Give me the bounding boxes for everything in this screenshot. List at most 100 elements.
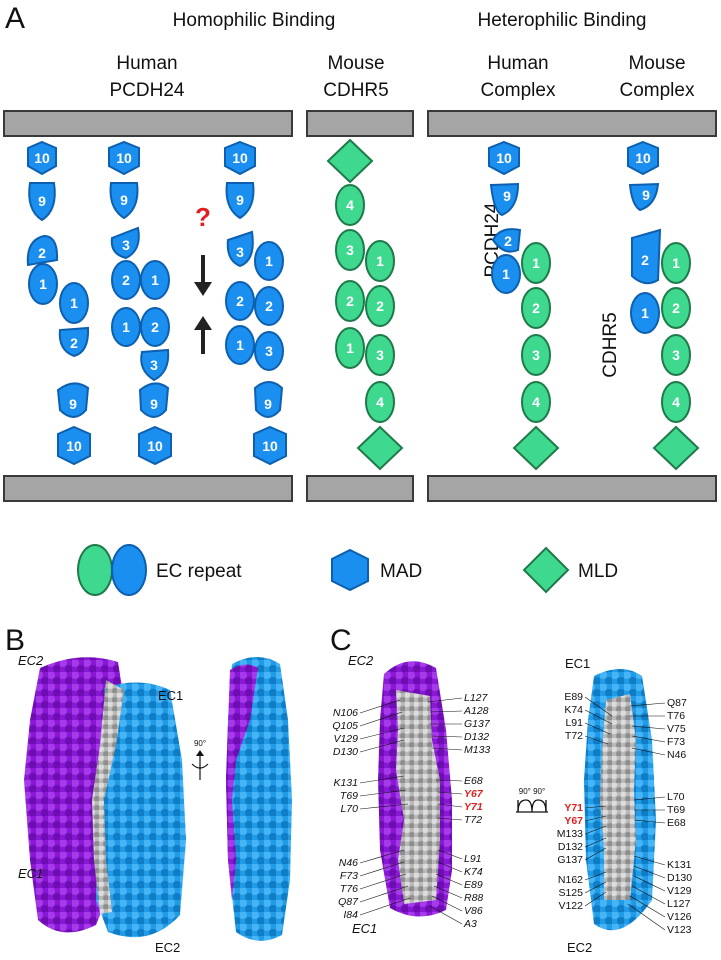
human-pcdh24-title-line1: Human: [116, 53, 177, 74]
domain-number: 4: [376, 394, 384, 410]
residue-label: T72: [464, 814, 482, 826]
domain-number: 9: [150, 396, 158, 412]
ec2-domain: [140, 307, 170, 347]
mad-hexagon: [57, 425, 91, 466]
domain-number: 9: [642, 187, 650, 203]
ec3-domain: [335, 229, 365, 271]
domain-number: 2: [38, 245, 46, 261]
residue-label: E68: [667, 817, 686, 829]
residue-label: T69: [667, 804, 685, 816]
membrane-bottom-middle: [306, 475, 414, 502]
domain-number: 10: [496, 150, 512, 166]
left-residue-labels-col1: N106 Q105 V129 D130: [332, 707, 358, 758]
domain-number: 9: [264, 396, 272, 412]
left-residue-labels-mid1: K131 T69 L70: [333, 777, 358, 815]
legend-mld-label: MLD: [578, 561, 618, 582]
right-residue-labels-mid1: Y71 Y67 M133 D132 G137: [557, 802, 583, 866]
residue-label-highlight: Y71: [564, 802, 583, 814]
blue-protomer-surface: [96, 682, 186, 938]
left-residue-labels-bot2: L91 K74 E89 R88 V86 A3: [463, 853, 483, 930]
domain-number: 2: [151, 319, 159, 335]
residue-label: Q105: [332, 720, 358, 732]
ec4-domain: [335, 184, 365, 226]
mad-hexagon: [627, 140, 659, 176]
residue-label: E89: [464, 879, 483, 891]
residue-label: K74: [464, 866, 483, 878]
panel-label-b: B: [5, 624, 25, 657]
rotation-angle-label: 90°: [194, 739, 206, 748]
left-residue-labels-col2: L127 A128 G137 D132 M133: [463, 692, 491, 756]
residue-label: T76: [340, 883, 358, 895]
domain-number: 1: [502, 266, 510, 282]
mld-diamond: [326, 138, 374, 184]
human-complex-title-line2: Complex: [481, 80, 556, 101]
domain-number: 1: [641, 305, 649, 321]
residue-label: G137: [464, 718, 491, 730]
cdhr5-ec4-domain: [521, 381, 551, 423]
panel-c-right-surface: [584, 669, 656, 931]
human-pcdh24-title-line2: PCDH24: [110, 80, 185, 101]
panel-b-ec1-right-label: EC1: [158, 688, 183, 703]
ec1-domain: [225, 325, 255, 365]
residue-label: Q87: [667, 697, 687, 709]
membranes: [3, 110, 717, 502]
flip-angle-label: 90° 90°: [519, 787, 545, 796]
ec1-domain: [59, 282, 89, 324]
mld-diamond: [512, 425, 560, 471]
residue-label: A3: [463, 918, 477, 930]
cdhr5-ec1-domain: [661, 242, 691, 284]
legend-mld-swatch: [522, 546, 570, 594]
residue-label-highlight: Y67: [564, 815, 583, 827]
ec1-domain: [28, 263, 58, 305]
mad-hexagon: [27, 140, 57, 176]
mld-diamond: [652, 425, 700, 471]
mouse-cdhr5-homodimer: 4 3 2 1 1 2 3 4: [326, 138, 404, 471]
rotation-axis-arrowhead: [196, 750, 204, 756]
panel-c-ec2-bottom-right-label: EC2: [567, 940, 592, 955]
right-residue-labels-mid2: L70 T69 E68: [667, 791, 686, 829]
domain-number: 2: [346, 293, 354, 309]
residue-label: V129: [667, 885, 692, 897]
residue-label: A128: [463, 705, 489, 717]
mouse-complex-title-line1: Mouse: [628, 53, 685, 74]
residue-label: V129: [333, 733, 358, 745]
domain-number: 3: [265, 343, 273, 359]
residue-label: V75: [667, 723, 686, 735]
panel-b-surface-front: [24, 657, 186, 938]
flip-book-icon: 90° 90°: [516, 787, 548, 813]
legend-ec-repeat-label: EC repeat: [156, 561, 242, 582]
left-leader-lines: [359, 697, 463, 925]
domain-number: 3: [150, 357, 158, 373]
residue-label: D132: [558, 841, 583, 853]
mouse-cdhr5-title-line1: Mouse: [327, 53, 384, 74]
panel-b-ec2-bottom-label: EC2: [155, 940, 180, 955]
domain-number: 2: [122, 272, 130, 288]
cdhr5-ec4-domain: [661, 381, 691, 423]
pcdh24-column-3: 10 9 3 2 1 1 2 3 9 10: [224, 140, 287, 466]
residue-label: L127: [667, 898, 691, 910]
ec1-domain: [630, 292, 660, 334]
ec1-domain: [254, 241, 284, 281]
domain-number: 2: [70, 335, 78, 351]
ec9-domain: [56, 382, 90, 418]
panel-b-surface-rotated: [226, 657, 292, 941]
domain-number: 1: [346, 340, 354, 356]
human-complex-title-line1: Human: [487, 53, 548, 74]
domain-number: 1: [672, 255, 680, 271]
domain-number: 2: [641, 252, 649, 268]
ec9-domain: [138, 382, 170, 418]
cdhr5-ec2-domain: [521, 287, 551, 329]
ec9-domain: [109, 182, 139, 220]
residue-label-highlight: Y67: [464, 788, 484, 800]
ec2-domain: [365, 285, 395, 327]
cdhr5-ec2-domain: [661, 287, 691, 329]
ec2-domain: [225, 281, 255, 321]
domain-number: 10: [66, 438, 82, 454]
rotation-arc-arrow: [191, 763, 209, 769]
ec9-domain: [253, 381, 284, 418]
membrane-top-middle: [306, 110, 414, 137]
ec3-domain: [365, 334, 395, 376]
domain-number: 9: [38, 193, 46, 209]
residue-label: L70: [667, 791, 685, 803]
